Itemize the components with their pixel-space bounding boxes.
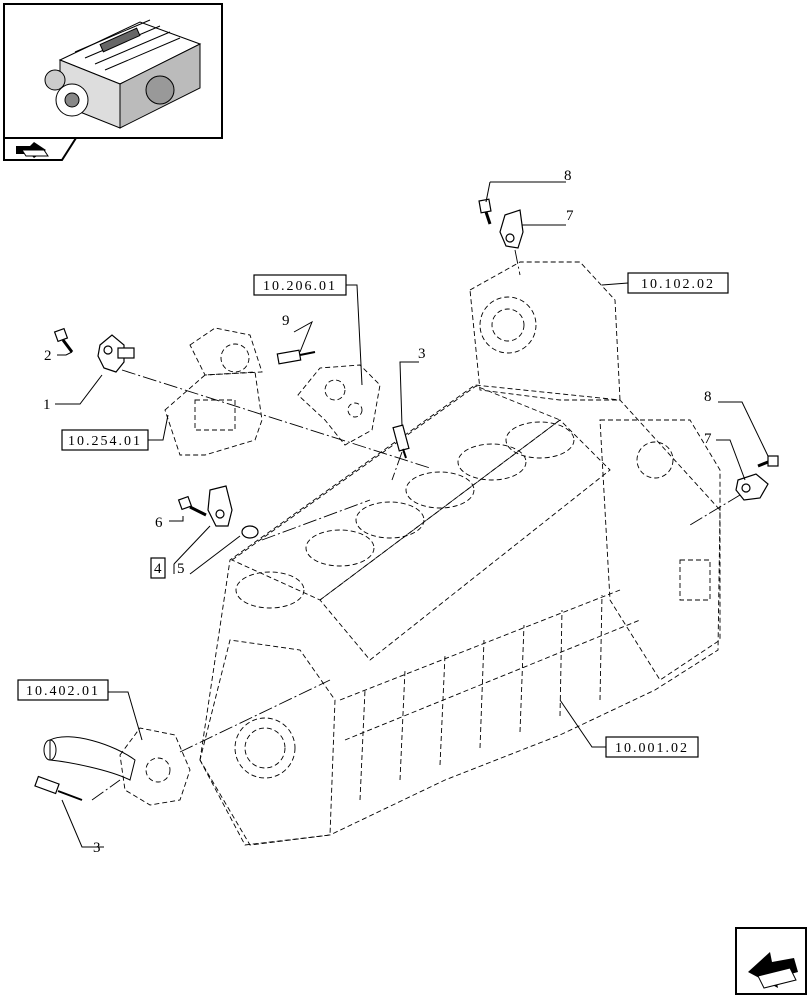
callout-6: 6 (155, 515, 163, 531)
ref-label: 10.402.01 (26, 684, 100, 699)
callout-4-box[interactable]: 4 (150, 557, 166, 579)
callout-9: 9 (282, 313, 290, 329)
part-6-bolt[interactable] (177, 495, 207, 517)
part-4-sensor[interactable] (207, 485, 233, 527)
callout-7-top: 7 (566, 208, 574, 224)
part-3-sensor-lower[interactable] (34, 775, 83, 801)
callout-2: 2 (44, 348, 52, 364)
part-9-sensor[interactable] (276, 349, 316, 365)
oil-filter-housing (164, 327, 263, 456)
next-page-arrow-icon (748, 952, 798, 989)
ref-label: 10.254.01 (68, 434, 142, 449)
ref-label: 10.001.02 (615, 741, 689, 756)
callout-1: 1 (43, 397, 51, 413)
part-7-sensor-right[interactable] (735, 473, 769, 501)
part-8-bolt-right[interactable] (757, 455, 779, 468)
leader-lines (55, 181, 769, 848)
callout-5: 5 (177, 561, 185, 577)
part-8-bolt-top[interactable] (478, 198, 492, 225)
part-5-o-ring[interactable] (241, 525, 259, 539)
front-housing (43, 727, 191, 806)
ref-10-102-02[interactable]: 10.102.02 (627, 272, 729, 294)
ref-label: 10.102.02 (641, 277, 715, 292)
engine-thumbnail-icon (44, 19, 202, 129)
ref-10-254-01[interactable]: 10.254.01 (61, 429, 149, 451)
ref-label: 10.206.01 (263, 279, 337, 294)
ref-10-001-02[interactable]: 10.001.02 (605, 736, 699, 758)
callout-8-right: 8 (704, 389, 712, 405)
part-7-sensor-top[interactable] (499, 209, 524, 249)
fuel-pump (297, 364, 381, 446)
folder-tab[interactable] (3, 137, 78, 161)
engine-thumbnail[interactable] (3, 3, 223, 139)
folder-arrow-icon (16, 142, 49, 158)
callout-4: 4 (154, 561, 162, 577)
engine-block (199, 261, 721, 846)
callout-3-lower: 3 (93, 840, 101, 856)
next-page-button[interactable] (735, 927, 807, 995)
part-3-sensor-upper[interactable] (392, 424, 410, 459)
callout-numbers: 8 7 9 3 2 1 8 7 6 5 3 (43, 168, 712, 856)
center-lines (91, 249, 741, 801)
ref-10-402-01[interactable]: 10.402.01 (17, 679, 109, 701)
ref-10-206-01[interactable]: 10.206.01 (253, 274, 347, 296)
part-1-sensor[interactable] (97, 334, 135, 373)
callout-8-top: 8 (564, 168, 572, 184)
callout-3-upper: 3 (418, 346, 426, 362)
callout-7-right: 7 (704, 431, 712, 447)
part-2-bolt[interactable] (53, 327, 74, 353)
